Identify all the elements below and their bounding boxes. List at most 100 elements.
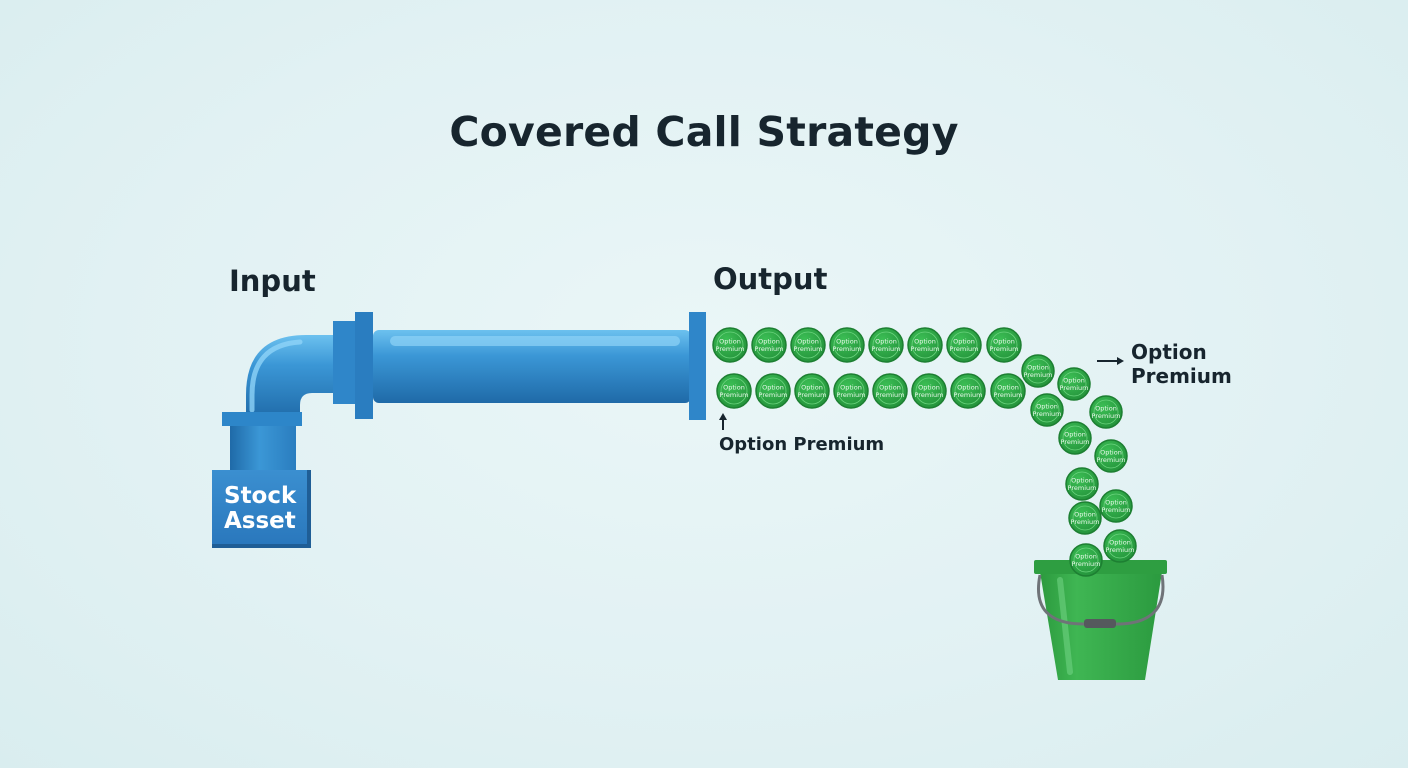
svg-text:Premium: Premium [833,345,862,353]
svg-text:Premium: Premium [798,391,827,399]
svg-text:Option: Option [953,338,975,346]
svg-text:Premium: Premium [1071,518,1100,526]
svg-text:Option: Option [993,338,1015,346]
svg-text:Option: Option [879,384,901,392]
svg-text:Option: Option [1036,403,1058,411]
svg-text:Option: Option [836,338,858,346]
svg-text:Premium: Premium [911,345,940,353]
option-premium-label-bottom: Option Premium [719,434,885,455]
svg-text:Option: Option [723,384,745,392]
svg-text:Premium: Premium [876,391,905,399]
svg-text:Premium: Premium [990,345,1019,353]
svg-text:Option: Option [1064,431,1086,439]
svg-text:Premium: Premium [1024,371,1053,379]
svg-text:Option: Option [1100,449,1122,457]
left-flange-outer [333,321,355,404]
svg-text:Premium: Premium [755,345,784,353]
svg-text:Premium: Premium [915,391,944,399]
svg-text:Option: Option [997,384,1019,392]
svg-text:Option: Option [1074,511,1096,519]
stock-asset-line2: Asset [224,508,296,534]
svg-text:Option: Option [801,384,823,392]
svg-text:Premium: Premium [1033,410,1062,418]
svg-text:Premium: Premium [1102,506,1131,514]
svg-text:Premium: Premium [1060,384,1089,392]
svg-text:Option: Option [875,338,897,346]
svg-text:Premium: Premium [1068,484,1097,492]
svg-text:Premium: Premium [794,345,823,353]
output-label: Output [713,262,828,296]
bucket [1034,560,1167,680]
lower-pipe-segment [230,426,296,470]
svg-text:Option: Option [758,338,780,346]
elbow-pipe [246,335,336,420]
svg-text:Premium: Premium [720,391,749,399]
lower-flange [222,412,302,426]
main-pipe [373,330,691,403]
svg-text:Premium: Premium [954,391,983,399]
svg-text:Premium: Premium [1061,438,1090,446]
svg-text:Premium: Premium [716,345,745,353]
svg-text:Option: Option [1105,499,1127,507]
left-flange-inner [355,312,373,419]
svg-text:Option: Option [1075,553,1097,561]
svg-text:Premium: Premium [994,391,1023,399]
arrow-right-icon [1097,357,1124,365]
svg-text:Option: Option [719,338,741,346]
input-label: Input [229,264,316,298]
stock-asset-box: Stock Asset [212,470,311,548]
svg-text:Option: Option [918,384,940,392]
svg-text:Option: Option [1095,405,1117,413]
svg-text:Premium: Premium [1072,560,1101,568]
option-premium-label-right: Option Premium [1131,340,1232,388]
svg-text:Premium: Premium [950,345,979,353]
svg-text:Option: Option [914,338,936,346]
svg-text:Option: Option [957,384,979,392]
svg-text:Premium: Premium [1097,456,1126,464]
svg-text:Premium: Premium [872,345,901,353]
arrow-up-icon [719,413,727,430]
svg-text:Option: Option [762,384,784,392]
svg-text:Option: Option [797,338,819,346]
svg-text:Premium: Premium [1106,546,1135,554]
svg-text:Option: Option [1109,539,1131,547]
svg-text:Premium: Premium [1092,412,1121,420]
right-flange [689,312,706,420]
svg-text:Option: Option [1027,364,1049,372]
svg-text:Option: Option [1071,477,1093,485]
svg-text:Option: Option [1063,377,1085,385]
svg-text:Option: Option [840,384,862,392]
stock-asset-line1: Stock [224,483,297,509]
diagram-title: Covered Call Strategy [449,108,959,156]
coin-stream: OptionPremiumOptionPremiumOptionPremiumO… [712,327,1137,577]
svg-text:Premium: Premium [837,391,866,399]
